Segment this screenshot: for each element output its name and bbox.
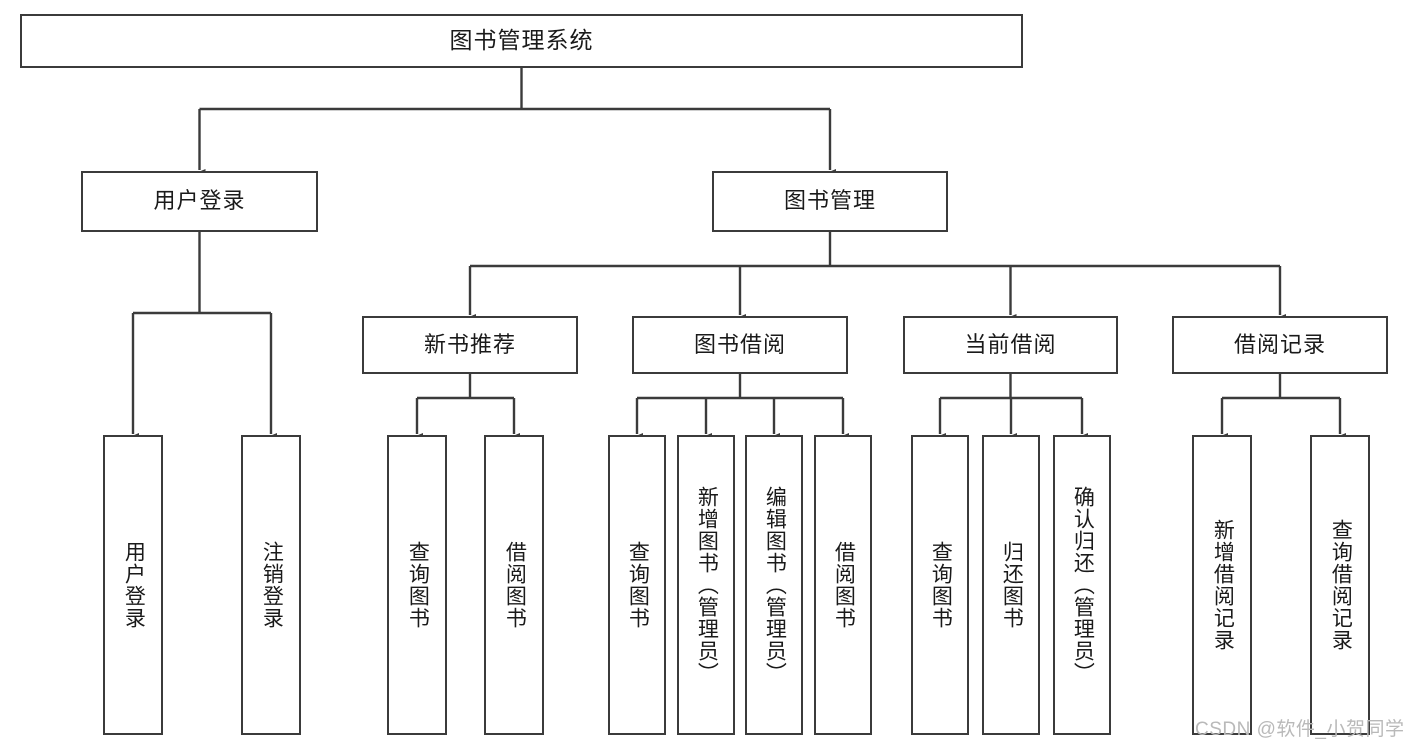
leaf-user-login-label: 用户登录 <box>122 541 146 629</box>
leaf-bookborrow-query-book-label: 查询图书 <box>626 541 650 629</box>
node-book-borrow[interactable]: 图书借阅 <box>632 316 848 374</box>
leaf-bookborrow-borrow-book-label: 借阅图书 <box>832 541 856 629</box>
node-root-label: 图书管理系统 <box>449 27 594 54</box>
node-user-login-label: 用户登录 <box>153 188 246 214</box>
leaf-newbook-borrow-book[interactable]: 借阅图书 <box>484 435 544 735</box>
node-book-management[interactable]: 图书管理 <box>712 171 948 232</box>
csdn-watermark: CSDN @软件_小贺同学 <box>1195 719 1405 740</box>
leaf-newbook-query-book-label: 查询图书 <box>406 541 430 629</box>
leaf-user-logout[interactable]: 注销登录 <box>241 435 301 735</box>
leaf-borrowrecord-add[interactable]: 新增借阅记录 <box>1192 435 1252 735</box>
leaf-newbook-query-book[interactable]: 查询图书 <box>387 435 447 735</box>
leaf-user-login[interactable]: 用户登录 <box>103 435 163 735</box>
node-root[interactable]: 图书管理系统 <box>20 14 1023 68</box>
leaf-currentborrow-query-book[interactable]: 查询图书 <box>911 435 969 735</box>
leaf-bookborrow-edit-book-label: 编辑图书（管理员） <box>763 486 787 684</box>
leaf-bookborrow-add-book-label: 新增图书（管理员） <box>695 486 719 684</box>
node-current-borrow-label: 当前借阅 <box>964 331 1057 357</box>
leaf-currentborrow-return-book-label: 归还图书 <box>1000 541 1024 629</box>
node-borrow-record-label: 借阅记录 <box>1233 331 1326 357</box>
leaf-currentborrow-query-book-label: 查询图书 <box>929 541 953 629</box>
leaf-borrowrecord-add-label: 新增借阅记录 <box>1211 519 1235 651</box>
leaf-bookborrow-query-book[interactable]: 查询图书 <box>608 435 666 735</box>
node-book-management-label: 图书管理 <box>783 188 876 214</box>
leaf-bookborrow-borrow-book[interactable]: 借阅图书 <box>814 435 872 735</box>
node-book-borrow-label: 图书借阅 <box>693 331 786 357</box>
leaf-currentborrow-return-book[interactable]: 归还图书 <box>982 435 1040 735</box>
leaf-bookborrow-add-book[interactable]: 新增图书（管理员） <box>677 435 735 735</box>
leaf-newbook-borrow-book-label: 借阅图书 <box>503 541 527 629</box>
node-new-book-recommend-label: 新书推荐 <box>423 331 516 357</box>
node-new-book-recommend[interactable]: 新书推荐 <box>362 316 578 374</box>
leaf-borrowrecord-query[interactable]: 查询借阅记录 <box>1310 435 1370 735</box>
node-current-borrow[interactable]: 当前借阅 <box>903 316 1118 374</box>
leaf-bookborrow-edit-book[interactable]: 编辑图书（管理员） <box>745 435 803 735</box>
leaf-user-logout-label: 注销登录 <box>260 541 284 629</box>
leaf-borrowrecord-query-label: 查询借阅记录 <box>1329 519 1353 651</box>
node-borrow-record[interactable]: 借阅记录 <box>1172 316 1388 374</box>
leaf-currentborrow-confirm-return[interactable]: 确认归还（管理员） <box>1053 435 1111 735</box>
leaf-currentborrow-confirm-return-label: 确认归还（管理员） <box>1071 486 1095 684</box>
node-user-login[interactable]: 用户登录 <box>81 171 318 232</box>
